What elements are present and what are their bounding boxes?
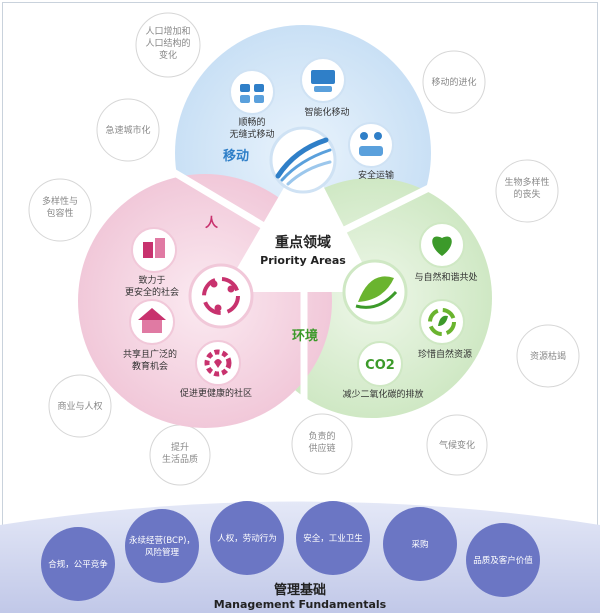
fundamental-label: 永续经营(BCP)，风险管理: [129, 535, 195, 558]
healthy-community-icon: [195, 340, 241, 386]
fundamental-label: 安全，工业卫生: [303, 533, 363, 544]
people-hub-icon: [188, 263, 254, 329]
topic-climate-change: 气候变化: [426, 414, 488, 476]
co2-icon: CO2: [357, 341, 403, 387]
fundamentals-title-en: Management Fundamentals: [214, 598, 387, 611]
environment-label: 环境: [292, 328, 318, 344]
svg-text:生物多样性的丧失: 生物多样性的丧失: [504, 176, 549, 200]
resources-icon: [419, 299, 465, 345]
topic-mobility-evolution: 移动的进化: [422, 50, 486, 114]
svg-text:气候变化: 气候变化: [439, 439, 475, 451]
topic-life-quality: 提升生活品质: [149, 424, 211, 486]
mobility-hub: [269, 126, 337, 194]
topic-biodiversity: 生物多样性的丧失: [495, 159, 559, 223]
center-title-cn: 重点领域: [275, 234, 331, 251]
safer-society-icon: [131, 227, 177, 273]
svg-text:商业与人权: 商业与人权: [57, 400, 102, 412]
safe-transport-label: 安全运输: [358, 169, 394, 181]
fundamental-label: 人权，劳动行为: [217, 533, 277, 544]
svg-text:急速城市化: 急速城市化: [105, 124, 150, 136]
fundamental-label: 采购: [411, 539, 428, 550]
seamless-mobility-icon: [229, 69, 275, 115]
center-title-en: Priority Areas: [260, 254, 346, 267]
fundamental-label: 品质及客户价值: [473, 555, 533, 566]
fundamental-label: 合规，公平竞争: [48, 559, 108, 570]
fundamental-circle: [41, 527, 115, 601]
fundamentals-title-cn: 管理基础: [274, 582, 326, 598]
svg-text:提升生活品质: 提升生活品质: [162, 442, 198, 465]
topic-diversity: 多样性与包容性: [28, 178, 92, 242]
topic-business-human-rights: 商业与人权: [48, 374, 112, 438]
fundamental-circle: [296, 501, 370, 575]
fundamentals-circles: 合规，公平竞争 永续经营(BCP)，风险管理 人权，劳动行为 安全，工业卫生采购品质及…: [41, 501, 540, 601]
svg-text:移动的进化: 移动的进化: [431, 76, 476, 88]
svg-text:CO2: CO2: [365, 358, 395, 373]
smart-mobility-icon: [300, 57, 346, 103]
safer-society-label: 致力于更安全的社会: [125, 274, 179, 298]
people-label: 人: [205, 215, 219, 231]
svg-text:资源枯竭: 资源枯竭: [530, 350, 566, 362]
smart-mobility-label: 智能化移动: [304, 106, 349, 118]
fundamental-circle: [125, 509, 199, 583]
nature-coexist-label: 与自然和谐共处: [414, 271, 477, 283]
fundamental-circle: [466, 523, 540, 597]
topic-population: 人口增加和人口结构的变化: [135, 12, 201, 78]
topic-urban: 急速城市化: [96, 98, 160, 162]
nature-coexist-icon: [419, 222, 465, 268]
safe-transport-icon: [348, 122, 394, 168]
outer-topics: 人口增加和人口结构的变化 急速城市化 移动的进化 多样性与包容性 生物多样性的丧…: [28, 12, 580, 486]
center-triangle: [227, 156, 374, 292]
education-icon: [129, 299, 175, 345]
topic-resource-depletion: 资源枯竭: [516, 324, 580, 388]
mobility-label: 移动: [223, 148, 249, 164]
resources-label: 珍惜自然资源: [418, 348, 472, 360]
education-label: 共享且广泛的教育机会: [123, 348, 177, 372]
fundamental-circle: [383, 507, 457, 581]
svg-text:人口增加和人口结构的变化: 人口增加和人口结构的变化: [145, 25, 190, 61]
fundamental-circle: [210, 501, 284, 575]
co2-label: 减少二氧化碳的排放: [342, 388, 423, 400]
svg-text:负责的供应链: 负责的供应链: [308, 430, 335, 454]
topic-supply-chain: 负责的供应链: [291, 413, 353, 475]
environment-hub-icon: [342, 259, 408, 325]
svg-text:多样性与包容性: 多样性与包容性: [42, 195, 78, 219]
healthy-community-label: 促进更健康的社区: [180, 387, 252, 399]
seamless-mobility-label: 顺畅的无缝式移动: [229, 116, 274, 140]
